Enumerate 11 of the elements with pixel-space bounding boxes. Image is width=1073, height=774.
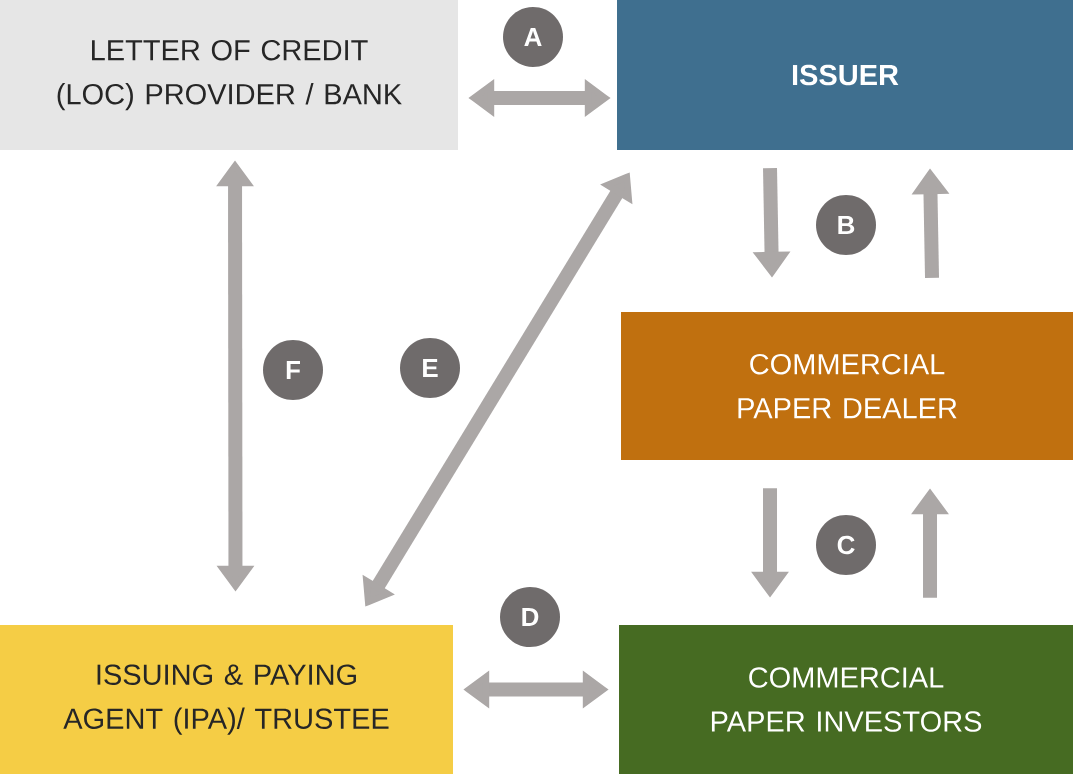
process-box: ISSUING & PAYING AGENT (IPA)/ TRUSTEE	[0, 625, 453, 774]
edge-label: B	[816, 195, 876, 255]
process-box: COMMERCIAL PAPER INVESTORS	[619, 625, 1073, 774]
edge-label: F	[263, 340, 323, 400]
process-box: LETTER OF CREDIT (LOC) PROVIDER / BANK	[0, 0, 458, 150]
process-box: ISSUER	[617, 0, 1073, 150]
edge-label: E	[400, 338, 460, 398]
edge-label: A	[503, 7, 563, 67]
process-box: COMMERCIAL PAPER DEALER	[621, 312, 1073, 460]
edge-label: C	[816, 515, 876, 575]
edge-label: D	[500, 587, 560, 647]
